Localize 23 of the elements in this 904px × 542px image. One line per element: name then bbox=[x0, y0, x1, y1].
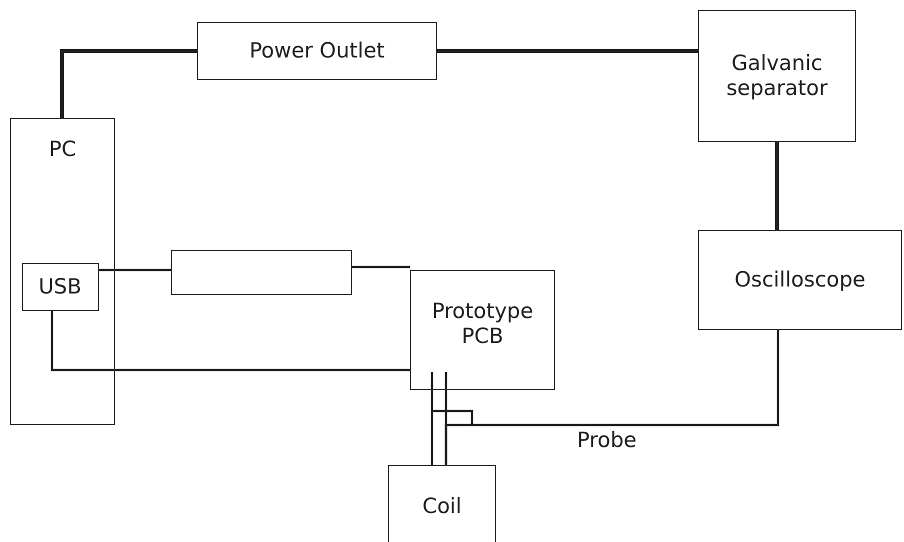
pcb-box bbox=[410, 270, 555, 390]
node-label: USB bbox=[37, 274, 83, 300]
coil-box bbox=[388, 465, 496, 542]
connection-line bbox=[60, 49, 197, 118]
usb-port-box bbox=[22, 262, 98, 310]
node-label: Power Outlet bbox=[248, 38, 386, 64]
power-outlet-box bbox=[197, 22, 437, 80]
connection-line bbox=[99, 268, 171, 272]
pc-box bbox=[10, 118, 115, 425]
node-label: Coil bbox=[421, 494, 463, 520]
programmer-box bbox=[171, 250, 352, 295]
connection-line bbox=[352, 266, 410, 268]
connection-line bbox=[50, 311, 410, 372]
connection-line bbox=[444, 330, 780, 465]
galvanic-separator-box bbox=[698, 10, 856, 142]
connection-line bbox=[775, 142, 779, 230]
node-label: PC bbox=[48, 137, 78, 162]
connection-line bbox=[437, 49, 698, 53]
connection-line bbox=[430, 372, 434, 465]
node-label: Galvanic separator bbox=[725, 50, 829, 102]
node-label: Oscilloscope bbox=[734, 267, 866, 293]
node-label: Prototype PCB bbox=[430, 299, 534, 350]
oscilloscope-box bbox=[698, 230, 902, 330]
